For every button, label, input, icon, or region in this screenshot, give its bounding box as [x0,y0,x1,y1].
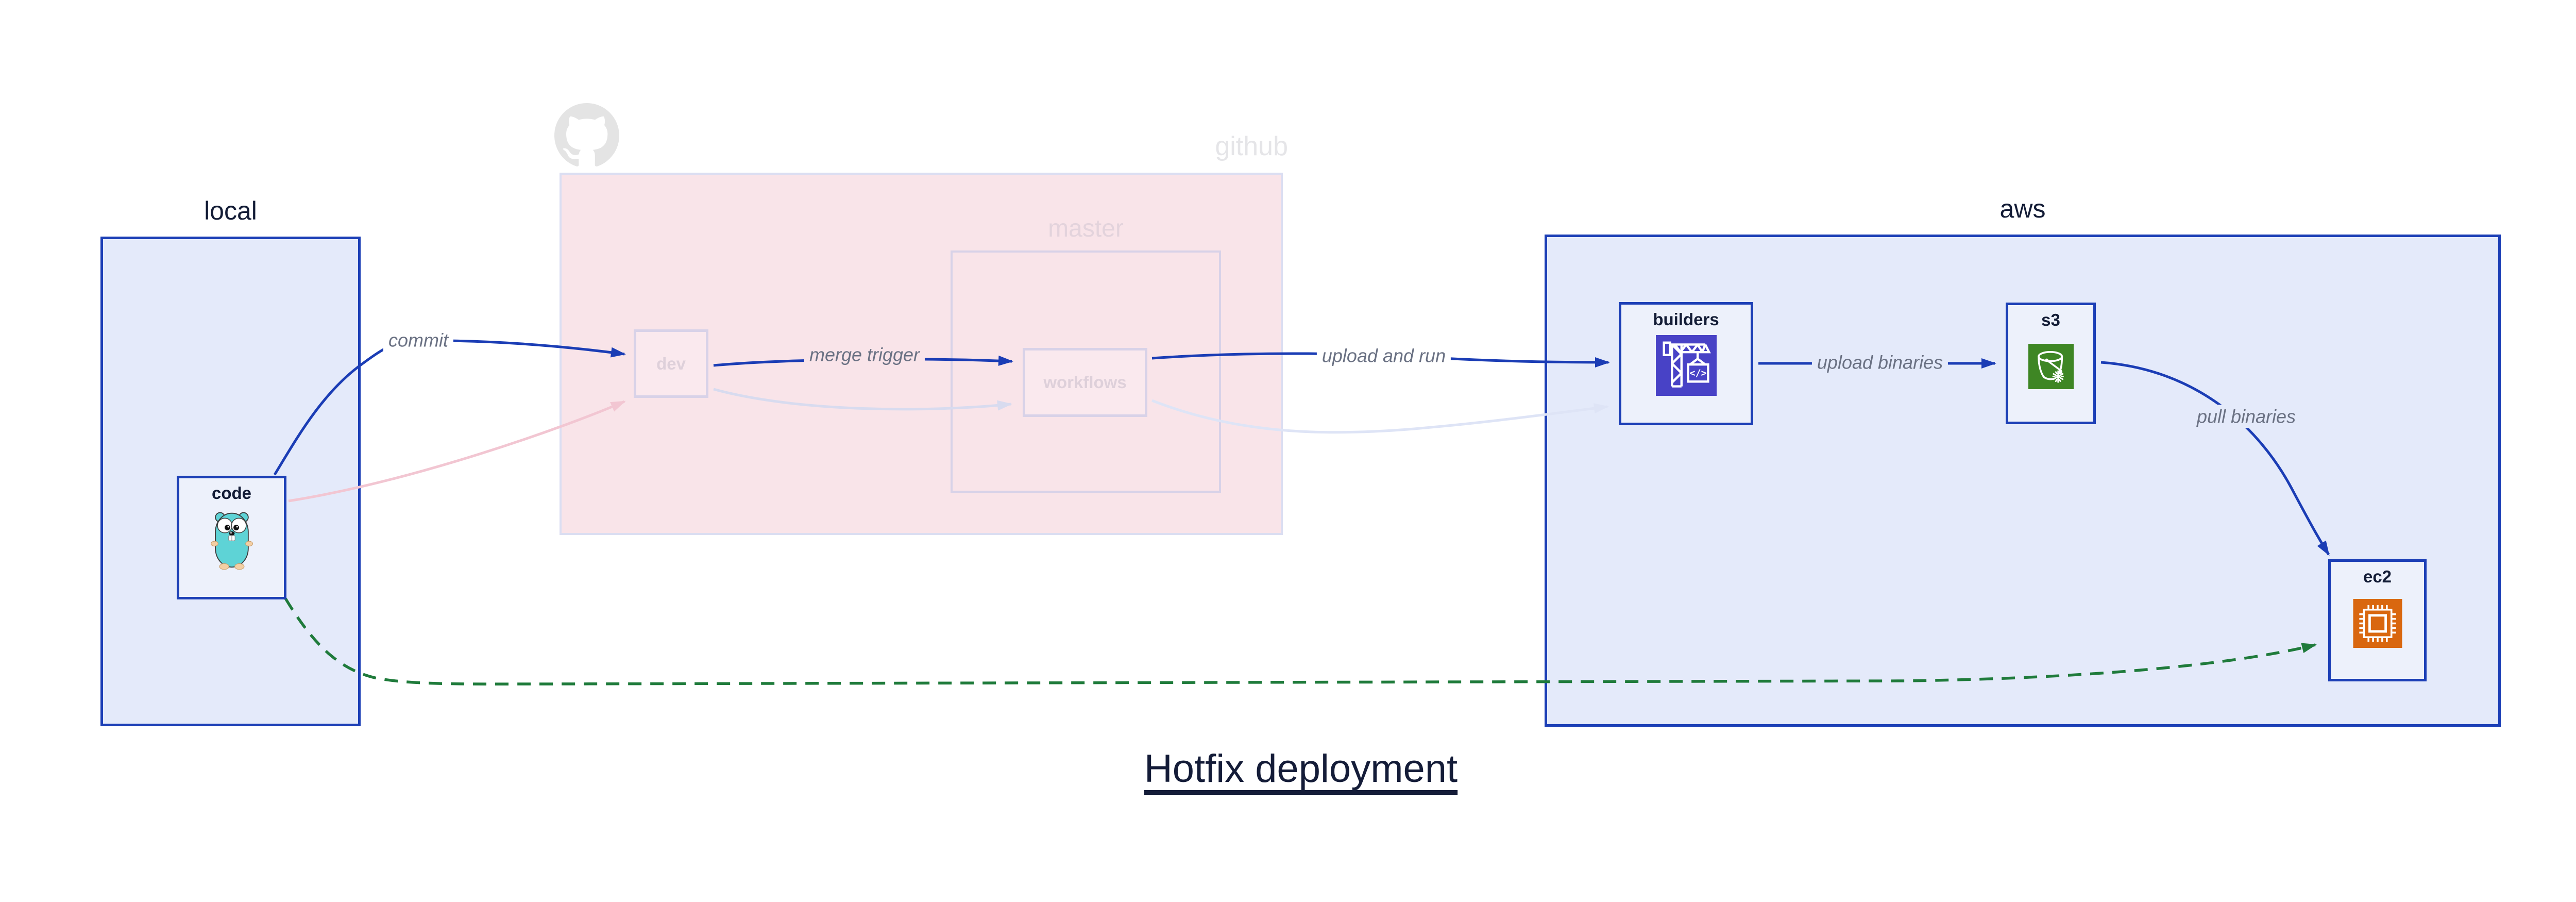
group-master [951,250,1221,493]
node-workflows-label: workflows [1043,373,1127,392]
aws-group-label: aws [1999,194,2046,223]
node-builders-label: builders [1653,310,1719,329]
node-ec2-label: ec2 [2363,567,2392,586]
local-group-label: local [204,196,257,225]
node-code: code [177,476,286,599]
edge-label-upload-binaries: upload binaries [1811,350,1948,374]
go-gopher-icon [210,512,253,570]
diagram-title-text: Hotfix deployment [1144,747,1458,791]
github-octocat-icon [554,103,619,166]
github-group-label: github [1215,131,1288,161]
edge-label-upload-and-run: upload and run [1316,344,1451,368]
master-group-label: master [1048,215,1124,242]
diagram-title: Hotfix deployment [1144,746,1458,791]
s3-glacier-bucket-icon [2028,344,2074,389]
codebuild-crane-icon: </> [1655,335,1717,396]
node-workflows: workflows [1023,348,1147,417]
edge-label-commit: commit [383,328,453,352]
node-dev: dev [634,329,708,398]
node-s3-label: s3 [2041,310,2060,329]
node-s3: s3 [2006,303,2096,424]
svg-text:</>: </> [1689,368,1706,379]
node-builders: builders </> [1619,302,1753,425]
node-code-label: code [211,483,252,503]
node-dev-label: dev [656,354,686,373]
edge-label-merge-trigger: merge trigger [804,343,925,366]
ec2-cpu-chip-icon [2353,599,2402,648]
node-ec2: ec2 [2328,559,2427,681]
edge-label-pull-binaries: pull binaries [2191,405,2301,428]
